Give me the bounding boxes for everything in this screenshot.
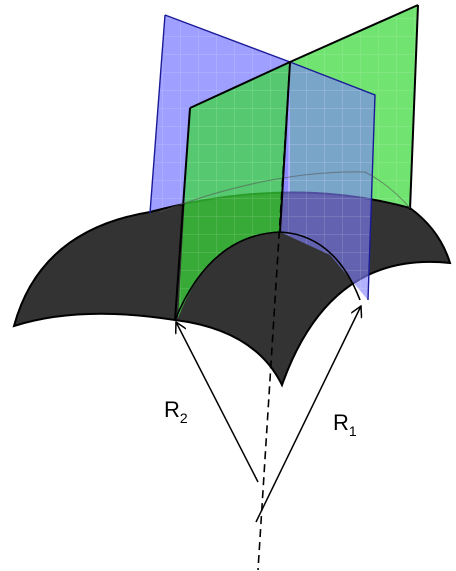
label-r1-main: R — [333, 410, 349, 435]
radius-arrow-r2 — [176, 322, 259, 483]
green-plane-front — [174, 4, 419, 321]
surface-light-band — [159, 171, 411, 213]
label-r2-main: R — [164, 397, 180, 422]
blue-plane-edge — [149, 14, 376, 301]
label-r1: R1 — [333, 410, 357, 439]
label-r2-sub: 2 — [180, 410, 188, 426]
radius-arrow-r1 — [255, 306, 361, 523]
label-r1-sub: 1 — [349, 423, 357, 439]
normal-line-dashed — [257, 61, 291, 571]
green-plane-edge — [174, 4, 419, 321]
label-r2: R2 — [164, 397, 188, 426]
blue-plane-front — [149, 14, 376, 301]
